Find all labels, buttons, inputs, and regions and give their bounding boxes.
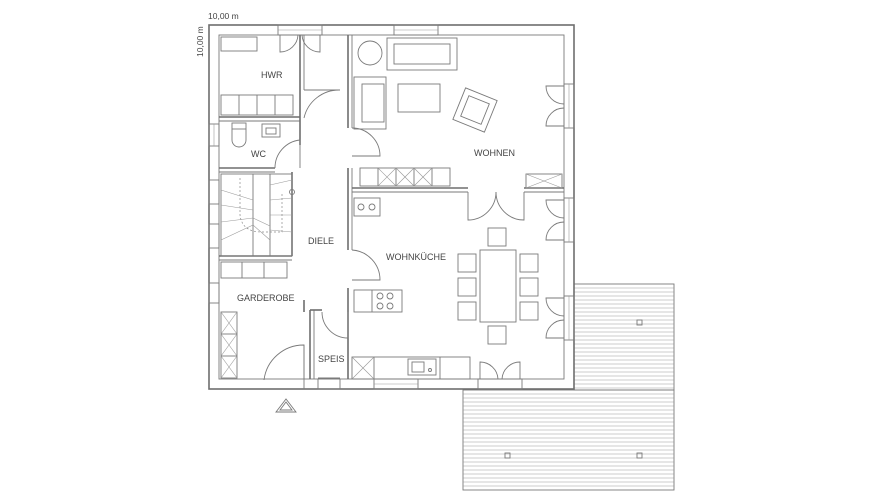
door-terrace-right[interactable] — [501, 361, 521, 380]
room-label-hwr: HWR — [261, 70, 283, 80]
door-hwr[interactable] — [303, 89, 341, 119]
cabinet — [525, 173, 563, 189]
dimension-width: 10,00 m — [208, 11, 239, 21]
oven — [353, 197, 381, 217]
room-label-wohnkueche: WOHNKÜCHE — [386, 252, 446, 262]
room-label-wc: WC — [251, 149, 266, 159]
chair — [457, 277, 477, 297]
sideboard — [359, 167, 451, 187]
plant — [357, 40, 383, 66]
door-terrace-left[interactable] — [479, 361, 499, 380]
terrace-post — [636, 452, 643, 459]
dimension-height: 10,00 m — [195, 26, 205, 57]
kitchen-furniture — [351, 197, 539, 380]
chair — [457, 301, 477, 321]
terrace-post — [504, 452, 511, 459]
coffee-table — [397, 83, 441, 113]
window-stair-2 — [208, 223, 220, 249]
kitchen-counter — [351, 356, 471, 380]
windows — [208, 24, 575, 390]
entrance-marker — [275, 398, 297, 413]
wc-fixtures — [231, 122, 281, 148]
cooktop — [353, 289, 403, 313]
staircase — [220, 173, 295, 257]
window-garderobe — [208, 282, 220, 304]
sofa — [386, 37, 458, 71]
door-wohnen-kueche-left[interactable] — [467, 191, 497, 221]
chair — [519, 277, 539, 297]
door-wc[interactable] — [274, 139, 301, 169]
armchair — [353, 76, 387, 130]
window-kueche-terrace — [477, 378, 523, 390]
terrace-post — [636, 319, 643, 326]
door-speis[interactable] — [321, 311, 349, 339]
door-kueche[interactable] — [351, 249, 381, 281]
chair — [487, 227, 507, 247]
entrance-door[interactable] — [263, 344, 305, 381]
room-label-diele: DIELE — [308, 236, 334, 246]
chair — [457, 253, 477, 273]
room-label-garderobe: GARDEROBE — [237, 293, 295, 303]
window-speis — [317, 378, 341, 390]
sink — [407, 358, 437, 376]
wohnen-furniture — [353, 37, 563, 189]
garderobe-furniture — [220, 261, 288, 379]
dining-table — [479, 249, 517, 323]
terrace — [462, 283, 675, 491]
hwr-furniture — [220, 36, 294, 116]
room-label-speis: SPEIS — [318, 354, 345, 364]
room-label-wohnen: WOHNEN — [474, 148, 515, 158]
door-wohnen[interactable] — [351, 127, 381, 157]
window-stair — [208, 179, 220, 205]
chair — [519, 301, 539, 321]
chair — [519, 253, 539, 273]
doors — [263, 34, 565, 389]
interior-walls — [219, 35, 564, 379]
chair — [487, 325, 507, 345]
armchair-rotated — [452, 87, 498, 133]
door-wohnen-kueche-right[interactable] — [495, 191, 525, 221]
